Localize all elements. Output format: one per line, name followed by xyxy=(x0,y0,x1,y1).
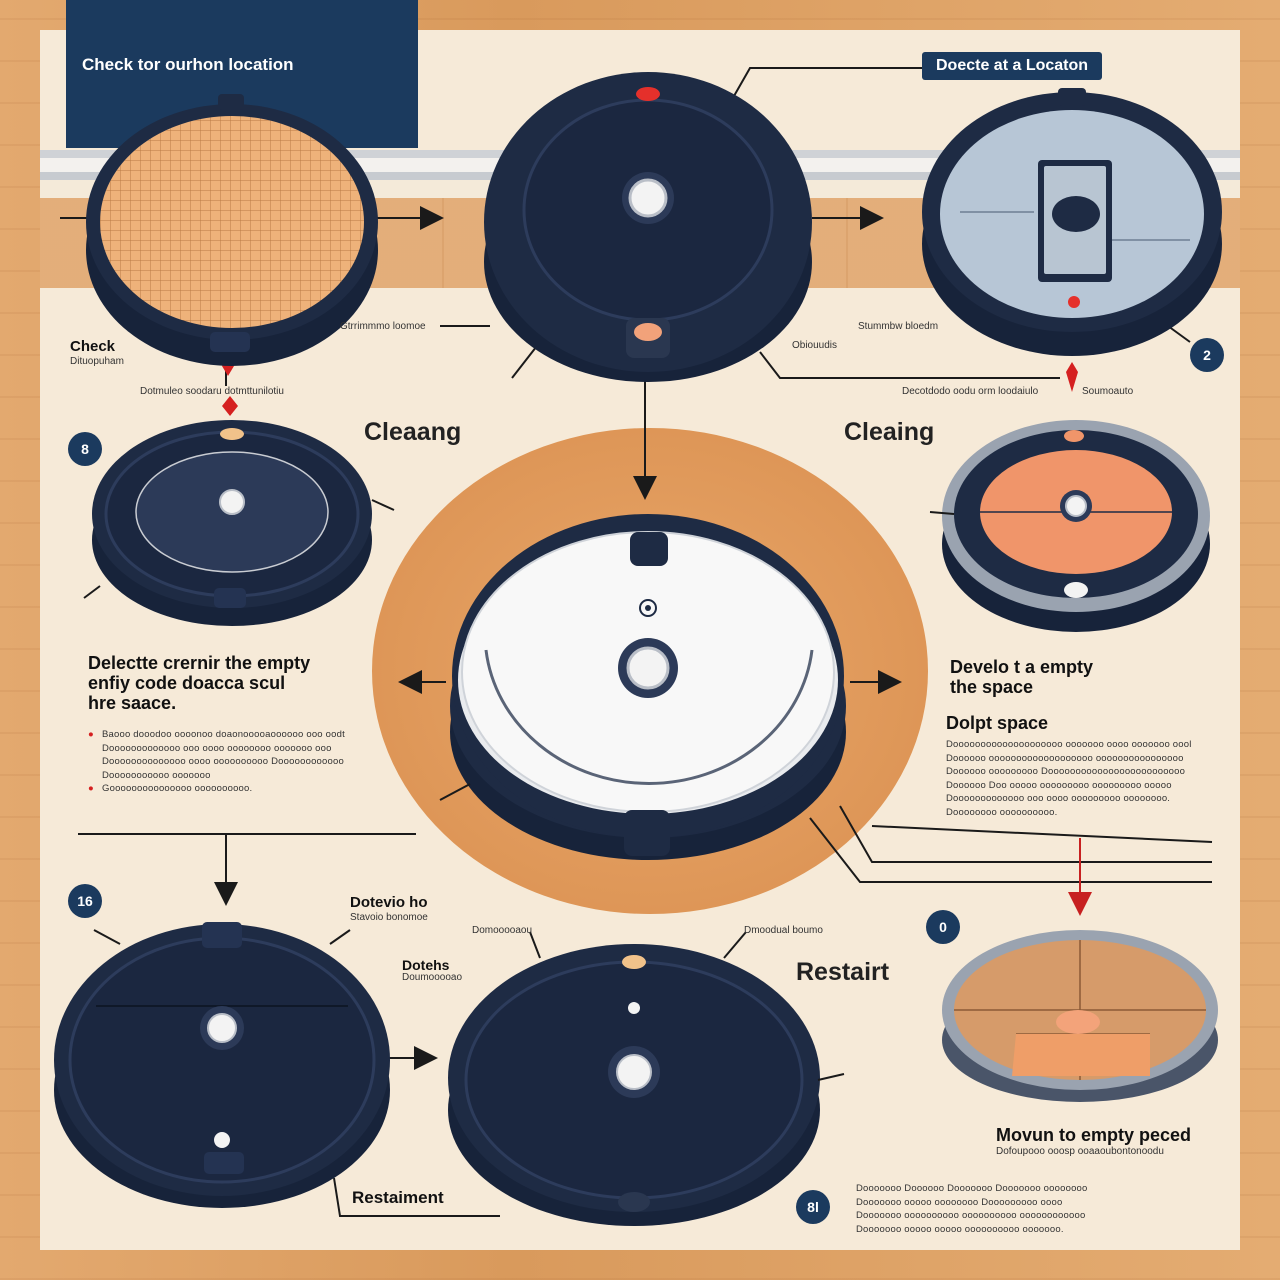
label-moving-sub: Dofoupooo ooosp ooaaoubontonoodu xyxy=(996,1146,1164,1157)
dolpt-space: Dolpt space xyxy=(946,713,1049,733)
robot-midleft xyxy=(83,420,395,626)
step-badge: 16 xyxy=(68,884,102,918)
label-check-sub: Dituopuham xyxy=(70,356,124,367)
detect-left-line-3: hre saace. xyxy=(88,693,177,713)
marker-drop xyxy=(1066,362,1078,392)
step-badge: 2 xyxy=(1190,338,1224,372)
label-restartment: Restaiment xyxy=(352,1188,444,1207)
header-title: Check tor ourhon location xyxy=(82,55,294,74)
header-tag: Doecte at a Locaton xyxy=(922,52,1103,80)
robot-grid-topleft xyxy=(86,94,378,366)
robot-topright xyxy=(922,88,1222,356)
paragraph-right: Doooooooooooooooooooo ooooooo oooo ooooo… xyxy=(946,739,1192,818)
step-badge: 8 xyxy=(68,432,102,466)
caption-h: Dmoodual boumo xyxy=(744,925,823,936)
robot-bottomcenter xyxy=(448,944,845,1226)
label-dotevio-sub: Stavoio bonomoe xyxy=(350,912,428,923)
caption-a: Gtrrimmmo loomoe xyxy=(340,321,426,332)
detect-left-line-1: Delectte crernir the empty xyxy=(88,653,311,673)
robot-topcenter xyxy=(484,72,812,382)
robot-center-white xyxy=(439,514,846,860)
label-cleaning-left: Cleaang xyxy=(364,418,462,446)
step-badge: 8l xyxy=(796,1190,830,1224)
caption-d: Dotmuleo soodaru dotmttunilotiu xyxy=(140,386,284,397)
detect-left-line-2: enfiy code doacca scul xyxy=(88,673,286,693)
paragraph-left: ●Baooo dooodoo oooonoo doaonooooaoooooo … xyxy=(88,729,345,794)
label-dotevio: Dotevio ho xyxy=(350,894,428,911)
caption-f: Soumoauto xyxy=(1082,386,1134,397)
label-cleaning-right: Cleaing xyxy=(844,418,935,446)
step-badge: 0 xyxy=(926,910,960,944)
label-check: Check xyxy=(70,338,116,355)
connectors xyxy=(60,67,1213,1217)
detect-right-line-1: Develo t a empty xyxy=(950,657,1094,677)
label-restart: Restairt xyxy=(796,958,890,986)
caption-c: Obiouudis xyxy=(792,340,838,351)
label-dotehs-sub: Doumooooao xyxy=(402,972,463,983)
robot-bottomright xyxy=(942,930,1218,1102)
paragraph-bottom: Dooooooo Doooooo Dooooooo Dooooooo ooooo… xyxy=(856,1183,1088,1235)
caption-b: Stummbw bloedm xyxy=(858,321,939,332)
caption-e: Decotdodo oodu orm loodaiulo xyxy=(902,386,1039,397)
caption-g: Domooooaou xyxy=(472,925,533,936)
robot-bottomleft xyxy=(54,922,390,1208)
marker-diamond-b xyxy=(222,396,238,416)
robot-midright xyxy=(929,420,1210,632)
label-moving: Movun to empty peced xyxy=(996,1125,1192,1145)
label-dotehs: Dotehs xyxy=(402,957,450,973)
detect-right-line-2: the space xyxy=(950,677,1034,697)
